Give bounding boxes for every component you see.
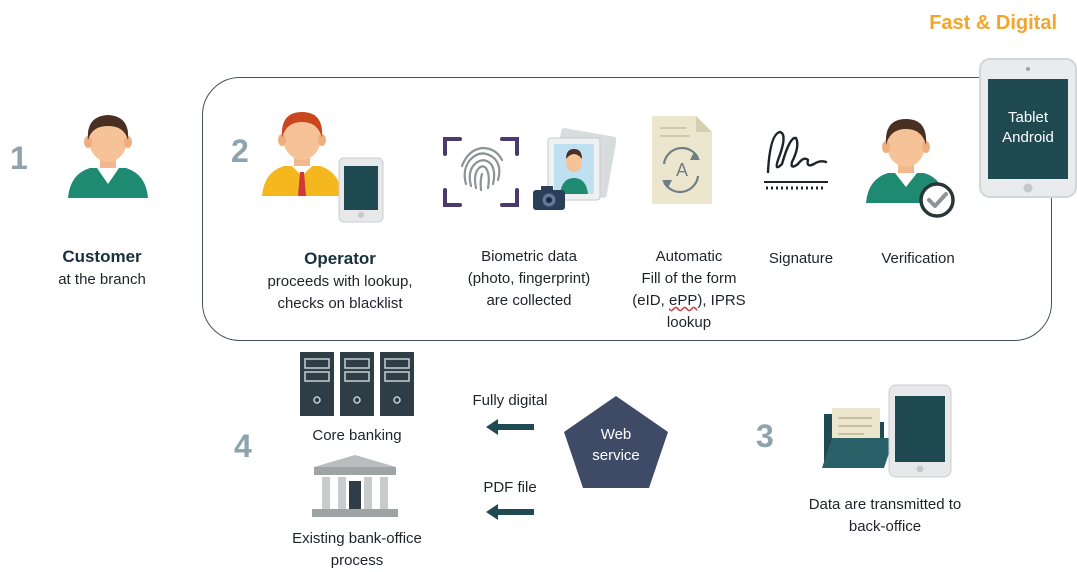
arrow-left-icon bbox=[486, 419, 534, 435]
autofill-line1: Automatic bbox=[655, 248, 723, 265]
autofill-line3-epp: ePP bbox=[668, 292, 698, 309]
biometric-line1: Biometric data bbox=[481, 248, 577, 265]
step-number-4: 4 bbox=[234, 428, 252, 464]
step-number-3: 3 bbox=[756, 418, 774, 454]
camera-icon bbox=[533, 186, 565, 210]
server-icon bbox=[300, 352, 414, 416]
web-service-pentagon bbox=[564, 396, 668, 488]
form-document-icon: A bbox=[652, 116, 712, 204]
tablet-line2: Android bbox=[1002, 129, 1054, 146]
transmit-line1: Data are transmitted to bbox=[808, 496, 962, 513]
customer-label: Customer at the branch bbox=[22, 246, 182, 291]
customer-title: Customer bbox=[62, 247, 142, 266]
tablet-small-icon bbox=[338, 157, 384, 223]
core-banking-label: Core banking bbox=[312, 427, 402, 444]
checkmark-badge-icon bbox=[919, 182, 955, 218]
fast-digital-badge: Fast & Digital bbox=[929, 12, 1057, 34]
folder-icon bbox=[822, 408, 894, 468]
verification-label: Verification bbox=[881, 250, 955, 267]
autofill-line4: lookup bbox=[666, 314, 712, 331]
arrow-left-icon bbox=[486, 504, 534, 520]
operator-title: Operator bbox=[304, 249, 376, 268]
signature-label: Signature bbox=[768, 250, 834, 267]
process-frame bbox=[202, 77, 1052, 341]
customer-icon bbox=[68, 115, 148, 198]
web-service-label: Web service bbox=[566, 424, 666, 466]
tablet-android-label: Tablet Android bbox=[988, 108, 1068, 148]
svg-text:A: A bbox=[676, 160, 688, 180]
biometric-line2: (photo, fingerprint) bbox=[467, 270, 591, 287]
web-service-line1: Web bbox=[600, 426, 632, 443]
step-number-1: 1 bbox=[10, 140, 28, 176]
signature-icon bbox=[764, 130, 828, 190]
autofill-label: Automatic Fill of the form (eID, ePP), I… bbox=[608, 246, 770, 334]
web-service-line2: service bbox=[592, 447, 640, 464]
step-number-2: 2 bbox=[231, 133, 249, 169]
operator-line1: proceeds with lookup, bbox=[267, 273, 413, 290]
autofill-line2: Fill of the form bbox=[641, 270, 737, 287]
operator-line2: checks on blacklist bbox=[277, 295, 403, 312]
autofill-line3-c: ), IPRS bbox=[697, 292, 746, 309]
backoffice-line1: Existing bank-office bbox=[292, 530, 422, 547]
transmit-line2: back-office bbox=[848, 518, 922, 535]
fully-digital-label: Fully digital bbox=[472, 392, 548, 409]
backoffice-line2: process bbox=[330, 552, 384, 569]
operator-label: Operator proceeds with lookup, checks on… bbox=[240, 248, 440, 315]
customer-subtitle: at the branch bbox=[58, 271, 146, 288]
photo-id-icon bbox=[547, 128, 616, 201]
autofill-line3: (eID, ePP), IPRS bbox=[608, 290, 770, 312]
tablet-android-icon bbox=[979, 58, 1077, 198]
biometric-label: Biometric data (photo, fingerprint) are … bbox=[434, 246, 624, 312]
bank-building-icon bbox=[312, 455, 398, 517]
tablet-icon bbox=[888, 384, 952, 478]
biometric-line3: are collected bbox=[486, 292, 572, 309]
tablet-line1: Tablet bbox=[1007, 109, 1049, 126]
verification-agent-icon bbox=[866, 119, 955, 218]
operator-icon bbox=[262, 112, 342, 196]
transmit-label: Data are transmitted to back-office bbox=[780, 494, 990, 538]
fingerprint-icon bbox=[443, 137, 519, 207]
pdf-file-label: PDF file bbox=[483, 479, 537, 496]
autofill-line3-a: (eID, bbox=[632, 292, 669, 309]
backoffice-label: Existing bank-office process bbox=[262, 528, 452, 572]
